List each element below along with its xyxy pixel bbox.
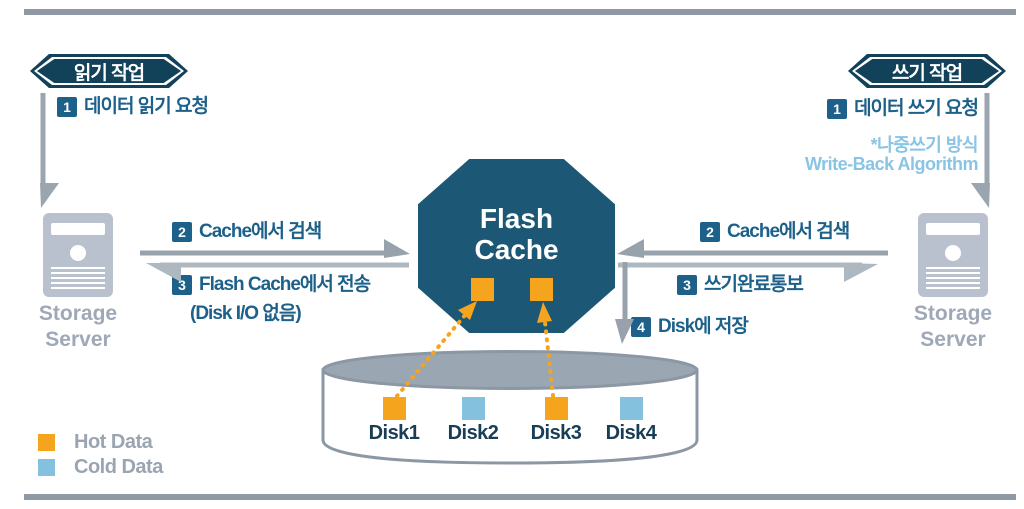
hot-data-chip bbox=[382, 397, 406, 420]
read-step3-sublabel: (Disk I/O 없음) bbox=[190, 303, 302, 324]
disk3: Disk3 bbox=[521, 397, 591, 445]
legend-hot-data: Hot Data bbox=[38, 431, 153, 454]
step-number-box: 3 bbox=[677, 275, 697, 295]
flash-cache-octagon: Flash Cache bbox=[418, 159, 615, 333]
storage-server-left-label: Storage Server bbox=[18, 301, 138, 353]
flash-cache-title: Flash Cache bbox=[418, 203, 615, 265]
cache-hot-block-left bbox=[471, 278, 494, 301]
step-number-box: 2 bbox=[172, 222, 192, 242]
write-step4: 4 Disk에 저장 bbox=[631, 316, 749, 337]
read-step1-label: 데이터 읽기 요청 bbox=[84, 96, 209, 117]
server-button bbox=[945, 245, 961, 261]
write-step3: 3 쓰기완료통보 bbox=[677, 274, 804, 295]
hot-data-chip bbox=[544, 397, 568, 420]
disk-label: Disk4 bbox=[605, 422, 657, 444]
server-slot bbox=[926, 223, 980, 235]
disk2: Disk2 bbox=[438, 397, 508, 445]
read-step2-label: Cache에서 검색 bbox=[199, 221, 322, 242]
server-vents bbox=[51, 267, 105, 291]
flash-cache-title-line1: Flash bbox=[479, 203, 554, 234]
server-label-line1: Storage bbox=[38, 302, 118, 325]
disk-label: Disk3 bbox=[530, 422, 582, 444]
step-number-box: 1 bbox=[57, 97, 77, 117]
cache-hot-block-right bbox=[530, 278, 553, 301]
read-step1: 1 데이터 읽기 요청 bbox=[57, 96, 209, 117]
write-back-note-korean: *나중쓰기 방식 bbox=[870, 135, 979, 155]
read-step3: 3 Flash Cache에서 전송 bbox=[172, 274, 371, 295]
cold-data-chip bbox=[619, 397, 643, 420]
server-button bbox=[70, 245, 86, 261]
write-badge-label: 쓰기 작업 bbox=[891, 62, 963, 84]
disk-label: Disk1 bbox=[368, 422, 420, 444]
cold-data-swatch bbox=[38, 459, 55, 476]
storage-server-right-icon bbox=[918, 213, 988, 297]
step-number-box: 3 bbox=[172, 275, 192, 295]
write-step1: 1 데이터 쓰기 요청 bbox=[827, 98, 979, 119]
legend-label: Cold Data bbox=[74, 456, 163, 478]
step-number-box: 1 bbox=[827, 99, 848, 119]
write-operation-badge: 쓰기 작업 bbox=[848, 54, 1006, 88]
write-step4-label: Disk에 저장 bbox=[658, 316, 749, 337]
server-label-line1: Storage bbox=[913, 302, 993, 325]
step-number-box: 2 bbox=[700, 222, 720, 242]
disk-label: Disk2 bbox=[447, 422, 499, 444]
server-label-line2: Server bbox=[920, 328, 986, 351]
server-vents bbox=[926, 267, 980, 291]
storage-server-left-icon bbox=[43, 213, 113, 297]
server-label-line2: Server bbox=[45, 328, 111, 351]
disk4: Disk4 bbox=[596, 397, 666, 445]
write-back-note-english: Write-Back Algorithm bbox=[804, 154, 979, 174]
badge-hexagon-fill: 읽기 작업 bbox=[37, 59, 181, 83]
hot-data-swatch bbox=[38, 434, 55, 451]
disk1: Disk1 bbox=[359, 397, 429, 445]
write-step2-label: Cache에서 검색 bbox=[727, 221, 850, 242]
flash-cache-title-line2: Cache bbox=[474, 234, 559, 265]
read-operation-badge: 읽기 작업 bbox=[30, 54, 188, 88]
read-badge-label: 읽기 작업 bbox=[73, 62, 145, 84]
top-rule bbox=[24, 9, 1016, 15]
badge-hexagon-fill: 쓰기 작업 bbox=[855, 59, 999, 83]
cold-data-chip bbox=[461, 397, 485, 420]
write-step1-label: 데이터 쓰기 요청 bbox=[854, 98, 979, 119]
read-step3-label: Flash Cache에서 전송 bbox=[199, 274, 371, 295]
read-step2: 2 Cache에서 검색 bbox=[172, 221, 322, 242]
legend-label: Hot Data bbox=[74, 431, 153, 453]
server-slot bbox=[51, 223, 105, 235]
legend-cold-data: Cold Data bbox=[38, 456, 163, 479]
bottom-rule bbox=[24, 494, 1016, 500]
write-step2: 2 Cache에서 검색 bbox=[700, 221, 850, 242]
write-step3-label: 쓰기완료통보 bbox=[704, 274, 804, 295]
step-number-box: 4 bbox=[631, 317, 651, 337]
storage-server-right-label: Storage Server bbox=[893, 301, 1013, 353]
